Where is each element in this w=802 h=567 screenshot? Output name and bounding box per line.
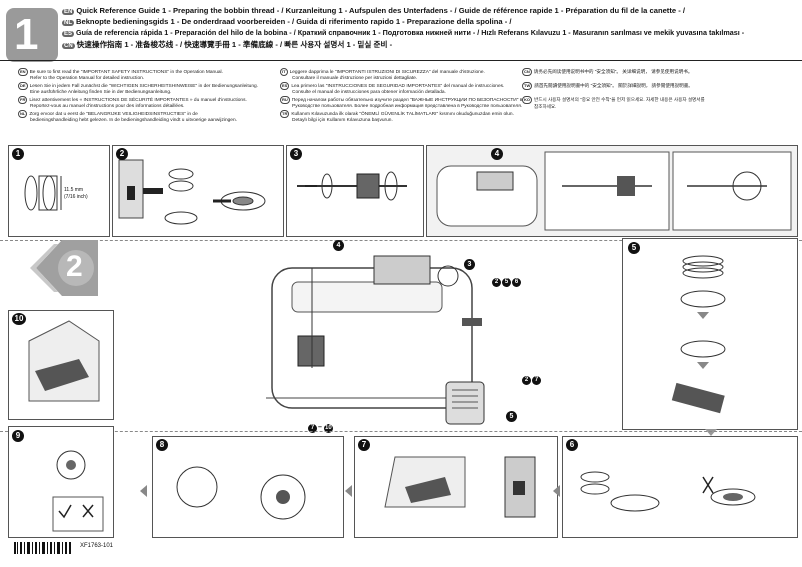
guide-badge — [6, 8, 58, 62]
step-6-number: 6 — [566, 439, 578, 451]
callout-3: 3 — [464, 259, 475, 270]
header-divider — [0, 60, 802, 61]
step-7-panel — [354, 436, 558, 538]
step-9-panel — [8, 426, 114, 538]
callout-7-10: 7– 10 — [308, 424, 334, 433]
row-divider-2 — [0, 431, 802, 432]
step-10-panel — [8, 310, 114, 420]
left-arrow-3 — [553, 485, 560, 497]
step-4-number: 4 — [491, 148, 503, 160]
barcode — [14, 542, 71, 554]
thread-guide-illustration — [436, 151, 792, 231]
left-arrow-2 — [345, 485, 352, 497]
step-5-panel — [622, 238, 798, 430]
down-arrow-1 — [697, 312, 709, 319]
bobbin-winder-stop-illustration — [176, 466, 306, 520]
thread-cut-illustration — [384, 456, 536, 518]
guide-number: 1 — [14, 10, 39, 59]
guide-2-chevron — [30, 240, 98, 296]
step-5-number: 5 — [628, 242, 640, 254]
document-code: XF1763-101 — [80, 543, 114, 549]
bobbin-check-illustration — [52, 450, 104, 532]
step-7-number: 7 — [358, 439, 370, 451]
bobbin-winding-illustration — [671, 255, 726, 414]
bobbin-measure-illustration — [24, 175, 62, 211]
step-9-number: 9 — [12, 430, 24, 442]
sewing-machine-illustration — [266, 255, 482, 409]
spool-pin-illustration — [297, 171, 407, 201]
bobbin-insert-illustration — [118, 159, 266, 225]
step-1-number: 1 — [12, 148, 24, 160]
down-arrow-3 — [705, 429, 717, 436]
row-divider-1 — [0, 240, 802, 241]
thread-pull-illustration — [28, 320, 100, 402]
measure-mm: 11.5 mm — [64, 187, 84, 193]
step-3-number: 3 — [290, 148, 302, 160]
measure-inch: (7/16 inch) — [64, 194, 88, 200]
step-1-panel — [8, 145, 110, 237]
left-arrow-1 — [140, 485, 147, 497]
step-2-panel — [112, 145, 284, 237]
step-2-number: 2 — [116, 148, 128, 160]
step-3-panel — [286, 145, 424, 237]
foot-controller-illustration — [445, 381, 485, 425]
step-10-number: 10 — [12, 313, 26, 325]
guide-2-number: 2 — [66, 250, 83, 283]
step-6-panel — [562, 436, 798, 538]
step-8-panel — [152, 436, 344, 538]
down-arrow-2 — [697, 362, 709, 369]
step-8-number: 8 — [156, 439, 168, 451]
step-4-panel — [426, 145, 798, 237]
bobbin-removal-illustration — [580, 471, 756, 512]
callout-5: 5 — [506, 411, 517, 422]
callout-4: 4 — [333, 240, 344, 251]
